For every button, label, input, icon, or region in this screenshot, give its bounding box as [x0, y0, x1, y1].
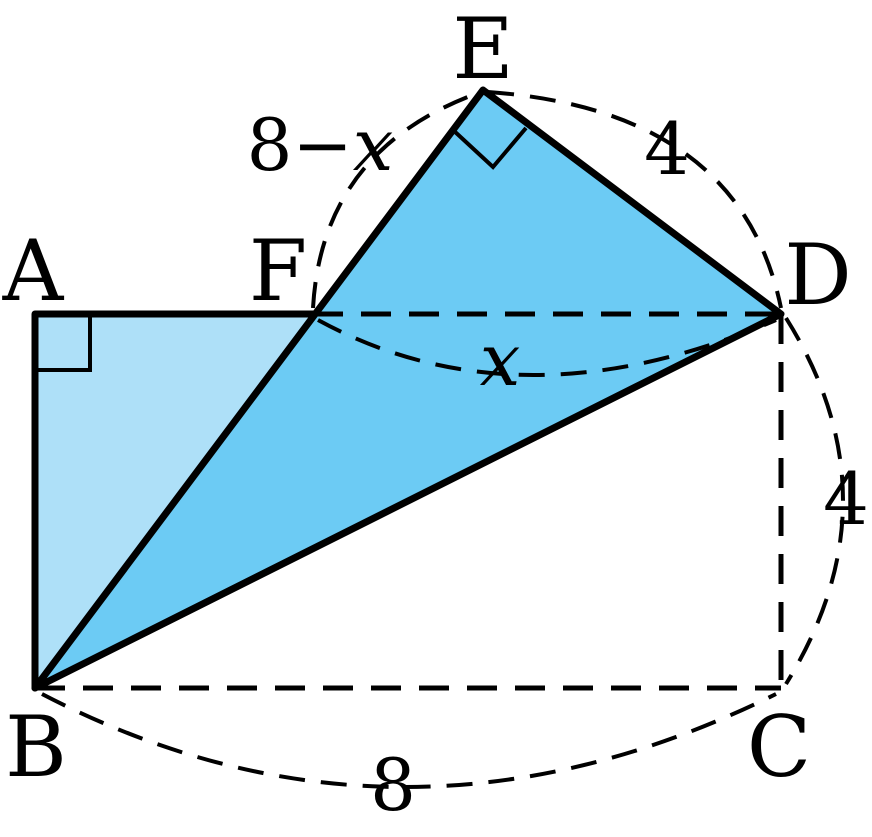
arc-ed — [487, 90, 783, 309]
triangle-bed — [35, 90, 781, 688]
point-label-e: E — [452, 0, 513, 98]
outline-abf — [31, 310, 317, 692]
length-label-ef-number: 8 — [247, 103, 293, 187]
point-label-c: C — [747, 698, 811, 796]
length-label-ef: 8−x — [247, 103, 394, 187]
right-angle-marker-a — [35, 314, 92, 372]
length-label-dc: 4 — [823, 457, 869, 541]
arc-ef — [311, 91, 479, 309]
length-label-bc: 8 — [370, 743, 416, 827]
length-label-ed: 4 — [644, 107, 690, 191]
point-label-a: A — [2, 222, 65, 320]
length-label-ef-minus: − — [292, 103, 352, 187]
right-angle-marker-e — [451, 126, 528, 170]
arc-dc — [784, 316, 845, 686]
arc-fd — [317, 318, 777, 377]
point-label-b: B — [5, 698, 67, 796]
outline-bed — [31, 86, 785, 692]
arc-bc — [41, 692, 777, 789]
length-label-ef-variable: x — [353, 103, 394, 187]
length-label-fd: x — [480, 318, 521, 402]
point-label-d: D — [784, 226, 851, 324]
point-label-f: F — [249, 222, 307, 320]
